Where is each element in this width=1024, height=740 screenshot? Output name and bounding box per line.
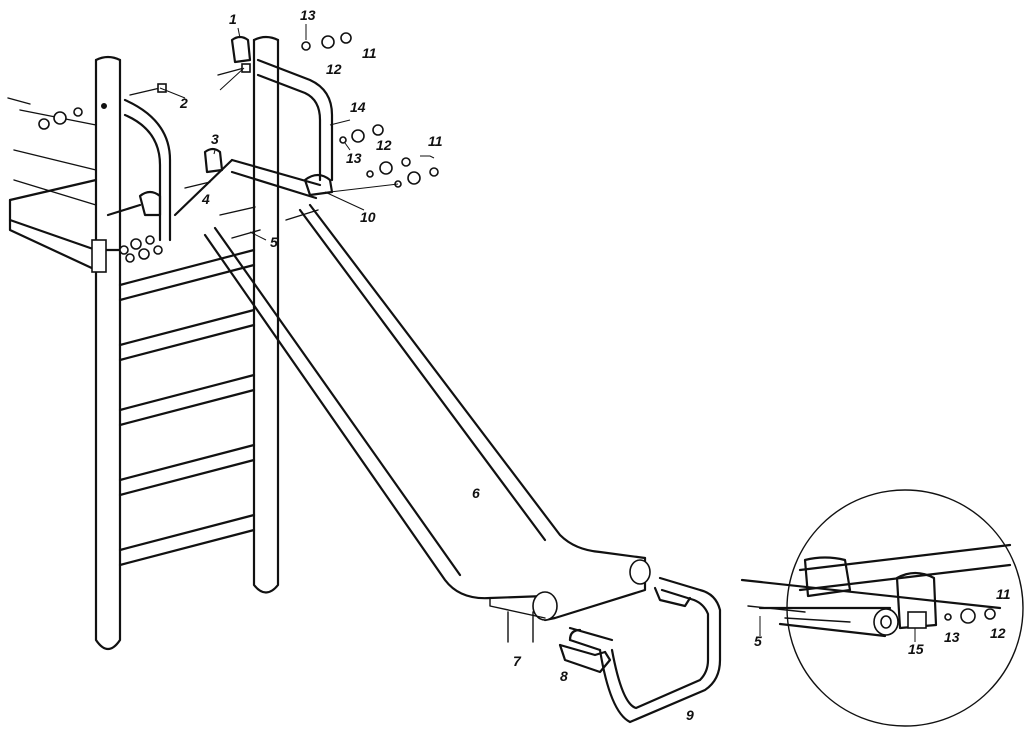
label-part-8: 8: [560, 668, 568, 684]
label-part-11-detail: 11: [996, 586, 1011, 602]
screws-part-7: [507, 611, 534, 643]
label-part-5: 5: [270, 234, 278, 250]
bolts-part-5: [184, 181, 319, 239]
slide-bed-part-6: [203, 203, 651, 622]
frame-posts: [94, 35, 280, 651]
part-labels: 1 2 3 4 5 6 7 8 9 10 11 11 11 12 12 12 1…: [179, 7, 1011, 723]
label-part-6: 6: [472, 485, 480, 501]
detail-inset: [740, 489, 1024, 727]
label-part-13-detail: 13: [944, 629, 960, 645]
label-part-7: 7: [513, 653, 522, 669]
slide-support-part-9: [568, 576, 722, 724]
label-part-10: 10: [360, 209, 376, 225]
saddle-bracket-part-8: [558, 586, 692, 674]
bracket-part-3: [203, 147, 224, 174]
label-part-11-top: 11: [362, 45, 377, 61]
label-part-1: 1: [229, 11, 237, 27]
label-part-5-detail: 5: [754, 633, 762, 649]
label-part-12-mid: 12: [376, 137, 392, 153]
label-part-15: 15: [908, 641, 924, 657]
slide-top-frame: [173, 158, 322, 217]
ladder-rungs: [118, 248, 256, 567]
label-part-12-top: 12: [326, 61, 342, 77]
label-part-4: 4: [201, 191, 210, 207]
right-handrail-part-14: [256, 58, 334, 182]
label-part-9: 9: [686, 707, 694, 723]
label-part-2: 2: [179, 95, 188, 111]
hardware-left-group: [38, 103, 163, 263]
label-part-12-detail: 12: [990, 625, 1006, 641]
deck-platform: [7, 97, 122, 273]
bracket-part-1: [230, 35, 252, 64]
label-part-14: 14: [350, 99, 366, 115]
label-part-11-mid: 11: [428, 133, 443, 149]
hardware-top-right-group: [301, 32, 439, 193]
bolts-part-2: [129, 63, 251, 99]
bracket-part-10: [303, 173, 334, 197]
left-handrail: [123, 98, 172, 242]
bracket-part-4: [106, 190, 162, 217]
label-part-13-mid: 13: [346, 150, 362, 166]
label-part-3: 3: [211, 131, 219, 147]
leader-lines: [213, 24, 916, 642]
label-part-13-top: 13: [300, 7, 316, 23]
